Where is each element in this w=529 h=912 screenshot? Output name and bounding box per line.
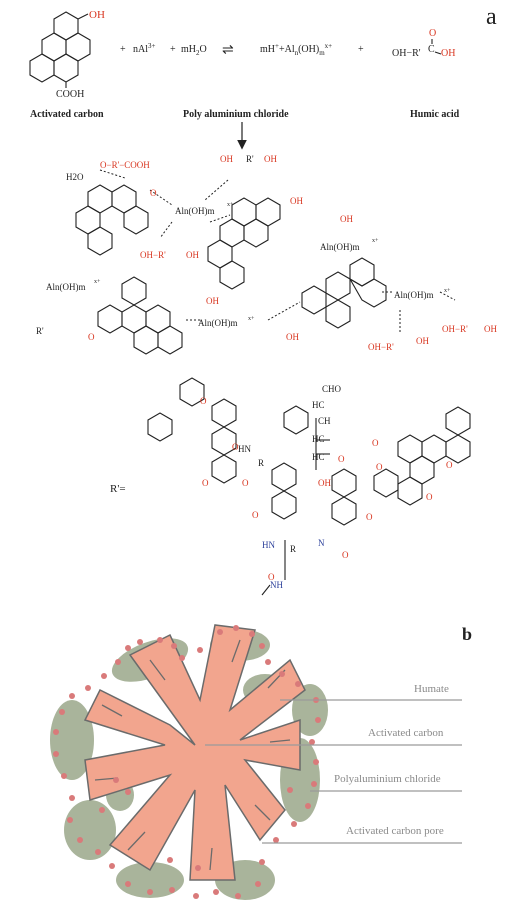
oh-rprime-label: OH−R' bbox=[442, 324, 468, 334]
activated-carbon-particle bbox=[50, 624, 328, 900]
pac-dots bbox=[53, 625, 321, 899]
n-label: N bbox=[318, 538, 325, 548]
product-term: mH++Aln(OH)mx+ bbox=[260, 42, 332, 57]
o-label: O bbox=[88, 332, 95, 342]
humic-oh-right: OH bbox=[441, 48, 455, 59]
al-complex-label: Aln(OH)m bbox=[394, 290, 434, 300]
oh-label: OH bbox=[186, 250, 199, 260]
carbon-body bbox=[83, 624, 306, 881]
oh-label: OH bbox=[290, 196, 303, 206]
complex-structure bbox=[75, 169, 456, 355]
legend-pore: Activated carbon pore bbox=[346, 825, 444, 837]
activated-carbon-caption: Activated carbon bbox=[30, 109, 104, 120]
humic-oh-left: OH−R' bbox=[392, 48, 421, 59]
r-label: R bbox=[290, 544, 296, 554]
charge-label: x+ bbox=[372, 238, 379, 244]
o-label: O bbox=[232, 442, 239, 452]
o-label: O bbox=[342, 550, 349, 560]
o-label: O bbox=[366, 512, 373, 522]
humic-acid-caption: Humic acid bbox=[410, 109, 460, 120]
ac-cooh-label: COOH bbox=[56, 89, 84, 100]
al-complex-label: Aln(OH)m bbox=[198, 318, 238, 328]
plus-sign: + bbox=[120, 44, 126, 55]
legend-pac: Polyaluminium chloride bbox=[334, 773, 441, 785]
oh-label: OH bbox=[416, 336, 429, 346]
o-label: O bbox=[338, 454, 345, 464]
o-rprime-cooh-label: O−R'−COOH bbox=[100, 160, 150, 170]
hc-label: HC bbox=[312, 452, 325, 462]
legend-activated-carbon: Activated carbon bbox=[368, 727, 444, 739]
rprime-structure bbox=[147, 377, 471, 596]
hn-label: HN bbox=[262, 540, 275, 550]
humic-c: C bbox=[428, 44, 435, 55]
o-label: O bbox=[446, 460, 453, 470]
equilibrium-arrow: ⇌ bbox=[222, 43, 234, 58]
charge-label: x+ bbox=[444, 288, 451, 294]
panel-label-a: a bbox=[486, 4, 497, 30]
oh-label: OH bbox=[318, 478, 331, 488]
r-label: R bbox=[258, 458, 264, 468]
oh-label: OH bbox=[206, 296, 219, 306]
al-complex-label: Aln(OH)m bbox=[175, 206, 215, 216]
o-label: O bbox=[426, 492, 433, 502]
o-label: O bbox=[200, 396, 207, 406]
oh-label: OH bbox=[286, 332, 299, 342]
oh-label: OH bbox=[484, 324, 497, 334]
ac-oh-label: OH bbox=[89, 9, 105, 21]
o-label: O bbox=[242, 478, 249, 488]
cho-label: CHO bbox=[322, 384, 342, 394]
charge-label: x+ bbox=[94, 279, 101, 285]
water-term: mH2O bbox=[181, 44, 207, 57]
al-complex-label: Aln(OH)m bbox=[320, 242, 360, 252]
o-label: O bbox=[376, 462, 383, 472]
oh-label: OH bbox=[220, 154, 233, 164]
oh-rprime-label: OH−R' bbox=[140, 250, 166, 260]
humic-o: O bbox=[429, 28, 436, 39]
o-label: O bbox=[268, 572, 275, 582]
o-label: O bbox=[202, 478, 209, 488]
hc-label: HC bbox=[312, 434, 325, 444]
o-label: O bbox=[252, 510, 259, 520]
oh-label: OH bbox=[264, 154, 277, 164]
rprime-definition: R'= bbox=[110, 483, 126, 495]
plus-sign: + bbox=[170, 44, 176, 55]
panel-label-b: b bbox=[462, 624, 472, 644]
legend-humate: Humate bbox=[414, 683, 449, 695]
oh-label: OH bbox=[340, 214, 353, 224]
h2o-label: H2O bbox=[66, 172, 84, 182]
al-term: nAl3+ bbox=[133, 42, 156, 55]
o-label: O bbox=[150, 188, 157, 198]
o-label: O bbox=[372, 438, 379, 448]
charge-label: x+ bbox=[248, 316, 255, 322]
al-complex-label: Aln(OH)m bbox=[46, 282, 86, 292]
rprime-label: R' bbox=[36, 326, 44, 336]
charge-label: x+ bbox=[227, 202, 234, 208]
nh-label: NH bbox=[270, 580, 283, 590]
ch-label: CH bbox=[318, 416, 331, 426]
rprime-label: R' bbox=[246, 154, 254, 164]
hc-label: HC bbox=[312, 400, 325, 410]
hn-label: HN bbox=[238, 444, 251, 454]
oh-rprime-label: OH−R' bbox=[368, 342, 394, 352]
pac-caption: Poly aluminium chloride bbox=[183, 109, 289, 120]
plus-sign: + bbox=[358, 44, 364, 55]
activated-carbon-molecule bbox=[29, 11, 91, 88]
